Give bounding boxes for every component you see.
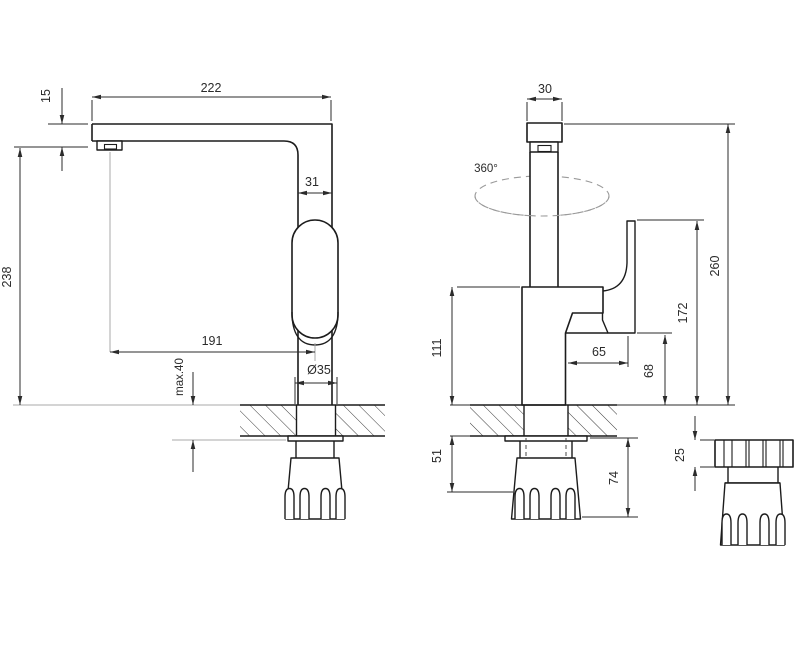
supply-hose (775, 513, 786, 545)
supply-hose (721, 513, 732, 545)
washer (504, 435, 588, 442)
dim-label-base-diameter: Ø35 (307, 363, 331, 377)
spout-cap (526, 122, 563, 143)
aerator (96, 140, 123, 151)
mounting-nut-detail: 25 (673, 416, 794, 546)
knurl-ridges (723, 440, 784, 467)
dim-label-total-height: 260 (708, 256, 722, 277)
handle-lever (601, 220, 636, 334)
aerator-front-detail (537, 144, 552, 153)
supply-hose (529, 487, 540, 519)
countertop-hatch-left (240, 405, 297, 436)
supply-hose (759, 513, 770, 545)
side-view: 222 15 238 31 191 max.40 Ø35 (0, 81, 385, 520)
dim-label-column-depth: 31 (305, 175, 319, 189)
dim-label-handle-offset: 65 (592, 345, 606, 359)
aerator-detail (103, 143, 118, 150)
dim-label-nut-height: 25 (673, 448, 687, 462)
dim-label-max-thickness: max.40 (174, 358, 186, 396)
countertop-hatch-right (335, 405, 385, 436)
handle-side-profile (291, 219, 339, 339)
supply-shell (510, 457, 582, 520)
dim-label-spout-width: 30 (538, 82, 552, 96)
dim-label-shank-length: 51 (430, 449, 444, 463)
supply-hose (514, 487, 525, 519)
supply-hose (320, 487, 331, 519)
washer (287, 435, 344, 442)
countertop-hatch-right (568, 405, 617, 436)
supply-hose (299, 487, 310, 519)
dim-label-body-height: 111 (430, 338, 444, 357)
front-view: 30 360° 111 65 68 172 260 51 74 (430, 82, 735, 520)
spout-column-fill (530, 152, 558, 287)
supply-hose (737, 513, 748, 545)
aerator-front (529, 141, 559, 153)
dim-label-spout-reach: 222 (201, 81, 222, 95)
dim-label-spout-tip-height: 15 (39, 89, 53, 103)
dim-label-handle-bottom-height: 68 (642, 364, 656, 378)
dim-label-outlet-height: 238 (0, 267, 14, 288)
dim-label-handle-top-height: 172 (676, 303, 690, 324)
supply-hose (284, 487, 295, 519)
knurled-nut (714, 439, 794, 468)
countertop-hatch-left (470, 405, 524, 436)
dim-label-under-counter-depth: 74 (607, 471, 621, 485)
dim-label-swivel-angle: 360° (474, 163, 498, 175)
mixer-body (521, 286, 604, 406)
dim-label-reach-to-axis: 191 (202, 334, 223, 348)
supply-hose (565, 487, 576, 519)
spout-inner-edge (92, 140, 299, 405)
supply-hose (550, 487, 561, 519)
swivel-ellipse-front-arc (474, 195, 610, 217)
supply-hose (335, 487, 346, 519)
